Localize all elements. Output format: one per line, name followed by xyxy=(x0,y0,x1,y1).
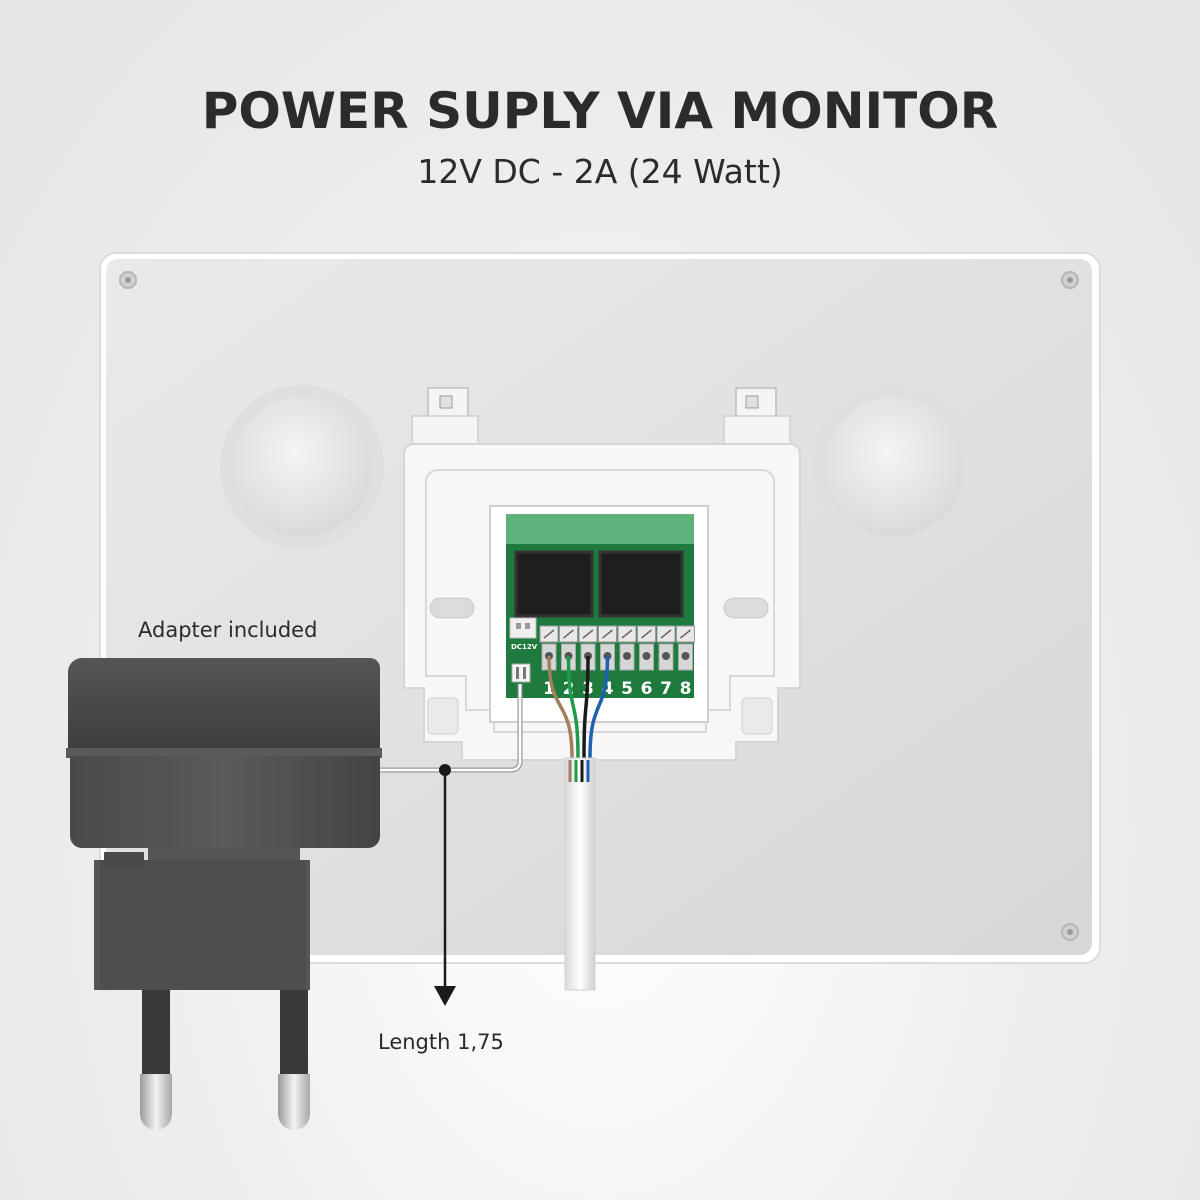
terminal-pin xyxy=(681,652,690,660)
dc12v-connector: DC12V xyxy=(509,617,538,683)
terminal-wire xyxy=(566,655,580,759)
connector-label: DC12V xyxy=(511,643,538,651)
terminal-screw xyxy=(582,629,594,639)
power-adapter-icon xyxy=(66,658,382,1130)
terminal-screw xyxy=(563,629,574,639)
terminal-number: 1 xyxy=(543,679,555,699)
terminal-screw xyxy=(641,629,652,639)
terminal-screw xyxy=(543,629,555,639)
terminal-number: 7 xyxy=(660,679,672,699)
terminal-wire xyxy=(588,655,610,759)
terminal-screw xyxy=(602,629,613,639)
terminal-number: 8 xyxy=(680,679,692,699)
power-cable xyxy=(380,684,523,773)
page-subtitle: 12V DC - 2A (24 Watt) xyxy=(417,152,783,191)
terminal-pin xyxy=(642,652,651,660)
length-arrow xyxy=(434,764,456,1006)
terminal-pin xyxy=(662,652,670,660)
terminal-screw xyxy=(680,629,691,639)
speaker-left xyxy=(220,385,384,549)
terminal-screw xyxy=(660,629,672,639)
terminal-number: 6 xyxy=(641,679,653,699)
adapter-label: Adapter included xyxy=(138,618,318,642)
terminal-number: 5 xyxy=(621,679,633,699)
mounting-clip xyxy=(411,387,791,447)
terminal-wire xyxy=(582,655,590,759)
speaker-right xyxy=(812,385,976,549)
terminal-wire xyxy=(547,655,574,759)
screw-icon xyxy=(119,271,1079,941)
page-title: POWER SUPLY VIA MONITOR xyxy=(201,82,999,140)
terminal-pin xyxy=(623,652,631,660)
monitor-cable xyxy=(564,757,596,991)
length-label: Length 1,75 xyxy=(378,1030,504,1054)
terminal-screw xyxy=(621,629,633,639)
